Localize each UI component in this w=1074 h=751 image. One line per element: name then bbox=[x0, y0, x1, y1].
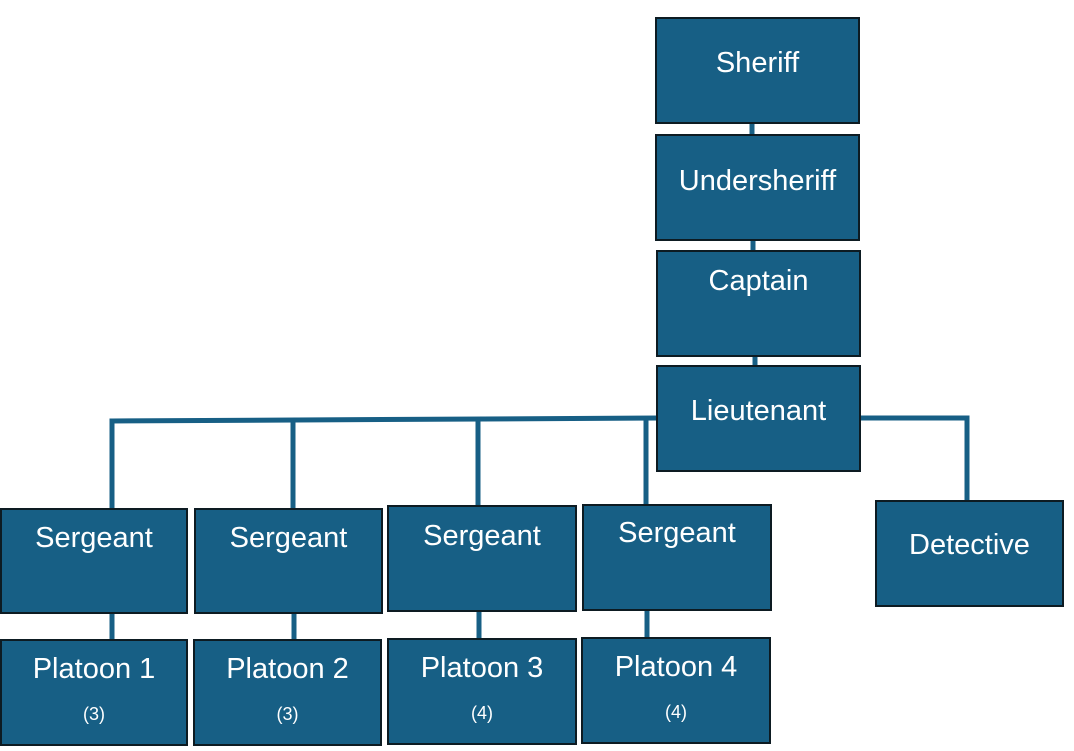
lieutenant-title: Lieutenant bbox=[690, 395, 827, 427]
sergeant-box-1: Sergeant bbox=[0, 508, 188, 614]
sergeant-box-3: Sergeant bbox=[387, 505, 577, 612]
sheriff-box: Sheriff bbox=[655, 17, 860, 124]
sergeant-box-2: Sergeant bbox=[194, 508, 383, 614]
platoon-3-count: (4) bbox=[471, 703, 493, 723]
captain-title: Captain bbox=[708, 265, 809, 297]
sergeant-3-title: Sergeant bbox=[423, 520, 541, 552]
undersheriff-box: Undersheriff bbox=[655, 134, 860, 241]
sergeant-1-title: Sergeant bbox=[35, 522, 153, 554]
sergeant-2-title: Sergeant bbox=[229, 522, 348, 554]
platoon-2-title: Platoon 2 bbox=[226, 653, 349, 685]
sergeant-4-title: Sergeant bbox=[618, 517, 736, 549]
lieutenant-box: Lieutenant bbox=[656, 365, 861, 472]
platoon-box-3: Platoon 3 (4) bbox=[387, 638, 577, 745]
platoon-box-1: Platoon 1 (3) bbox=[0, 639, 188, 746]
platoon-2-count: (3) bbox=[276, 704, 299, 724]
connector-lieutenant-bus bbox=[109, 415, 661, 424]
platoon-1-title: Platoon 1 bbox=[32, 653, 156, 685]
platoon-box-4: Platoon 4 (4) bbox=[581, 637, 771, 744]
platoon-4-title: Platoon 4 bbox=[614, 651, 738, 683]
platoon-1-count: (3) bbox=[83, 704, 105, 724]
platoon-4-count: (4) bbox=[665, 702, 687, 722]
sheriff-title: Sheriff bbox=[715, 47, 800, 79]
sergeant-box-4: Sergeant bbox=[582, 504, 772, 611]
undersheriff-title: Undersheriff bbox=[678, 165, 837, 197]
detective-box: Detective bbox=[875, 500, 1064, 607]
detective-title: Detective bbox=[909, 529, 1030, 561]
captain-box: Captain bbox=[656, 250, 861, 357]
platoon-box-2: Platoon 2 (3) bbox=[193, 639, 382, 746]
platoon-3-title: Platoon 3 bbox=[420, 652, 544, 684]
